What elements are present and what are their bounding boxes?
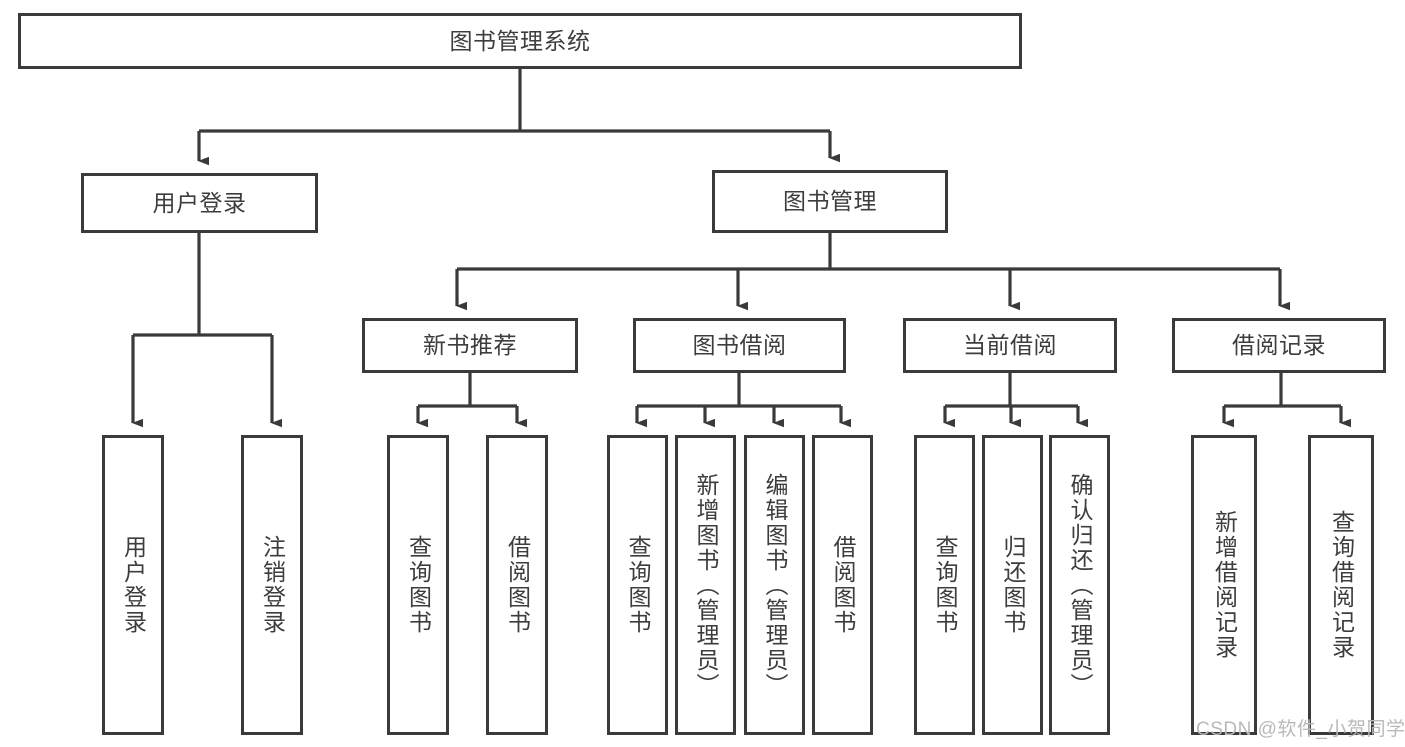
node-current-borrow[interactable]: 当前借阅 bbox=[903, 318, 1117, 373]
node-leaf-add-book-admin-label: 新增图书（管理员） bbox=[692, 472, 719, 698]
node-user-login-label: 用户登录 bbox=[152, 189, 247, 216]
node-leaf-borrow-book-2-label: 借阅图书 bbox=[829, 535, 856, 635]
node-new-book-recommend-label: 新书推荐 bbox=[423, 332, 517, 359]
node-leaf-add-book-admin[interactable]: 新增图书（管理员） bbox=[675, 435, 736, 735]
node-leaf-confirm-return-admin-label: 确认归还（管理员） bbox=[1066, 472, 1093, 698]
node-leaf-query-book-2-label: 查询图书 bbox=[624, 535, 651, 635]
node-leaf-query-borrow-record-label: 查询借阅记录 bbox=[1328, 510, 1355, 660]
node-leaf-logout-label: 注销登录 bbox=[259, 535, 286, 635]
node-leaf-edit-book-admin[interactable]: 编辑图书（管理员） bbox=[744, 435, 805, 735]
node-borrow-record-label: 借阅记录 bbox=[1232, 332, 1326, 359]
node-leaf-query-book-3-label: 查询图书 bbox=[931, 535, 958, 635]
node-leaf-logout[interactable]: 注销登录 bbox=[241, 435, 303, 735]
node-leaf-add-borrow-record-label: 新增借阅记录 bbox=[1211, 510, 1238, 660]
node-leaf-return-book[interactable]: 归还图书 bbox=[982, 435, 1043, 735]
node-book-management[interactable]: 图书管理 bbox=[712, 170, 948, 233]
node-leaf-borrow-book-1[interactable]: 借阅图书 bbox=[486, 435, 548, 735]
node-current-borrow-label: 当前借阅 bbox=[963, 332, 1057, 359]
node-borrow-record[interactable]: 借阅记录 bbox=[1172, 318, 1386, 373]
node-leaf-user-login-label: 用户登录 bbox=[120, 535, 147, 635]
node-leaf-query-book-2[interactable]: 查询图书 bbox=[607, 435, 668, 735]
node-leaf-query-book-1[interactable]: 查询图书 bbox=[387, 435, 449, 735]
node-leaf-borrow-book-1-label: 借阅图书 bbox=[504, 535, 531, 635]
node-leaf-edit-book-admin-label: 编辑图书（管理员） bbox=[761, 472, 788, 698]
node-user-login[interactable]: 用户登录 bbox=[81, 173, 318, 233]
node-book-management-label: 图书管理 bbox=[783, 188, 877, 215]
node-leaf-query-borrow-record[interactable]: 查询借阅记录 bbox=[1308, 435, 1374, 735]
node-new-book-recommend[interactable]: 新书推荐 bbox=[362, 318, 578, 373]
node-leaf-confirm-return-admin[interactable]: 确认归还（管理员） bbox=[1049, 435, 1110, 735]
csdn-watermark: CSDN @软件_小贺同学 bbox=[1196, 719, 1405, 740]
node-leaf-query-book-1-label: 查询图书 bbox=[405, 535, 432, 635]
node-book-borrow-label: 图书借阅 bbox=[692, 332, 787, 359]
node-root[interactable]: 图书管理系统 bbox=[18, 13, 1022, 69]
node-leaf-user-login[interactable]: 用户登录 bbox=[102, 435, 164, 735]
node-leaf-return-book-label: 归还图书 bbox=[999, 535, 1026, 635]
node-book-borrow[interactable]: 图书借阅 bbox=[633, 318, 846, 373]
node-leaf-query-book-3[interactable]: 查询图书 bbox=[914, 435, 975, 735]
node-leaf-borrow-book-2[interactable]: 借阅图书 bbox=[812, 435, 873, 735]
node-root-label: 图书管理系统 bbox=[449, 27, 591, 54]
node-leaf-add-borrow-record[interactable]: 新增借阅记录 bbox=[1191, 435, 1257, 735]
